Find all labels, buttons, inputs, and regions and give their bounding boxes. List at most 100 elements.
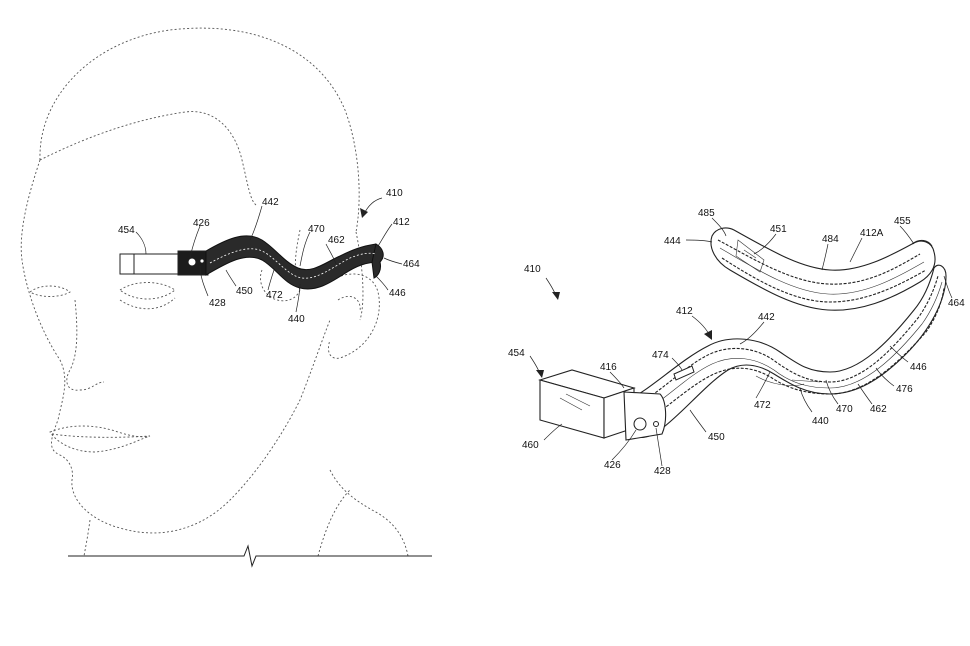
spare-band-inner <box>717 239 921 285</box>
main-band-inner-2 <box>637 281 943 415</box>
button-474 <box>673 365 695 381</box>
label-412: 412 <box>393 217 410 228</box>
label-472: 472 <box>266 290 283 301</box>
label-442: 442 <box>262 197 279 208</box>
label-454: 454 <box>118 225 135 236</box>
label-r-426: 426 <box>604 460 621 471</box>
nose <box>66 299 105 391</box>
spare-band-inner-3 <box>721 257 927 303</box>
lead-left-450 <box>225 269 237 287</box>
lead-r-485 <box>711 217 727 237</box>
eye-right <box>119 282 176 300</box>
lead-left-426 <box>189 225 201 259</box>
label-440: 440 <box>288 314 305 325</box>
collar <box>317 489 351 557</box>
label-450: 450 <box>236 286 253 297</box>
main-band-detail <box>755 375 805 386</box>
ear-inner <box>337 296 361 313</box>
label-462: 462 <box>328 235 345 246</box>
sensor <box>200 259 204 263</box>
wavy-band <box>205 235 381 290</box>
arrow-r-454-head <box>536 370 544 378</box>
label-r-428: 428 <box>654 466 671 477</box>
sensor-right <box>653 421 659 427</box>
label-r-412A: 412A <box>860 228 884 239</box>
ground-line <box>68 544 432 568</box>
label-426: 426 <box>193 218 210 229</box>
lead-r-446 <box>889 345 909 363</box>
mouth <box>49 425 151 453</box>
label-428: 428 <box>209 298 226 309</box>
lead-r-460 <box>543 423 563 441</box>
lead-left-470 <box>299 231 311 267</box>
label-r-444: 444 <box>664 236 681 247</box>
lead-r-412A <box>849 237 863 263</box>
label-r-474: 474 <box>652 350 669 361</box>
lead-r-484 <box>821 243 829 271</box>
arrow-r-412-head <box>704 330 712 340</box>
lead-left-446 <box>375 275 389 291</box>
lead-r-450 <box>689 409 707 433</box>
eye-right-lid <box>119 297 176 310</box>
arrow-left-410-head <box>360 208 368 218</box>
lead-r-440 <box>799 387 813 413</box>
ear <box>328 273 380 359</box>
label-r-462: 462 <box>870 404 887 415</box>
eye-left <box>29 285 71 297</box>
lead-r-444 <box>685 239 713 243</box>
label-r-442: 442 <box>758 312 775 323</box>
main-band-inner-1 <box>635 275 939 405</box>
main-band-inner-3 <box>639 367 831 425</box>
label-446: 446 <box>389 288 406 299</box>
band-inner-line <box>209 248 377 279</box>
lead-r-464 <box>943 275 953 299</box>
lead-left-472 <box>267 269 275 291</box>
label-470: 470 <box>308 224 325 235</box>
label-r-416: 416 <box>600 362 617 373</box>
head-outline <box>20 27 364 534</box>
label-r-476: 476 <box>896 384 913 395</box>
display-prism <box>119 253 135 275</box>
spare-band-outline <box>710 227 936 311</box>
camera-lens-right <box>633 417 647 431</box>
label-r-460: 460 <box>522 440 539 451</box>
lead-r-426 <box>611 429 637 461</box>
label-r-464: 464 <box>948 298 965 309</box>
label-r-470: 470 <box>836 404 853 415</box>
label-410: 410 <box>386 188 403 199</box>
figure-right-device-view: 485 444 451 484 412A 455 410 464 412 442… <box>508 208 965 477</box>
label-r-410: 410 <box>524 264 541 275</box>
figure-left-head-view: 410 454 426 442 470 462 412 464 446 450 … <box>20 27 432 568</box>
prism-reflection <box>559 393 591 411</box>
camera-body <box>623 391 667 441</box>
neck-right <box>329 469 409 557</box>
lead-left-412 <box>377 223 393 247</box>
spare-band-end-detail-2 <box>743 249 757 259</box>
mouth-line <box>51 433 151 438</box>
band-tip <box>371 243 384 279</box>
lead-left-428 <box>199 265 209 297</box>
lead-r-455 <box>899 225 915 245</box>
label-r-472: 472 <box>754 400 771 411</box>
label-r-451: 451 <box>770 224 787 235</box>
label-r-455: 455 <box>894 216 911 227</box>
lead-r-451 <box>753 233 777 255</box>
label-r-484: 484 <box>822 234 839 245</box>
lead-r-470 <box>825 379 839 405</box>
neck-left <box>83 519 91 557</box>
label-r-485: 485 <box>698 208 715 219</box>
lead-left-464 <box>383 257 403 265</box>
lead-r-462 <box>857 383 873 405</box>
lead-left-440 <box>295 283 301 313</box>
lead-left-462 <box>325 243 337 265</box>
lead-r-428 <box>655 427 663 467</box>
lead-r-472 <box>755 371 771 399</box>
label-464: 464 <box>403 259 420 270</box>
main-band-detail-2 <box>791 379 821 383</box>
arrow-r-410-head <box>552 292 560 300</box>
lead-r-442 <box>739 321 765 345</box>
label-r-412: 412 <box>676 306 693 317</box>
hair-line <box>39 111 257 206</box>
label-r-446: 446 <box>910 362 927 373</box>
